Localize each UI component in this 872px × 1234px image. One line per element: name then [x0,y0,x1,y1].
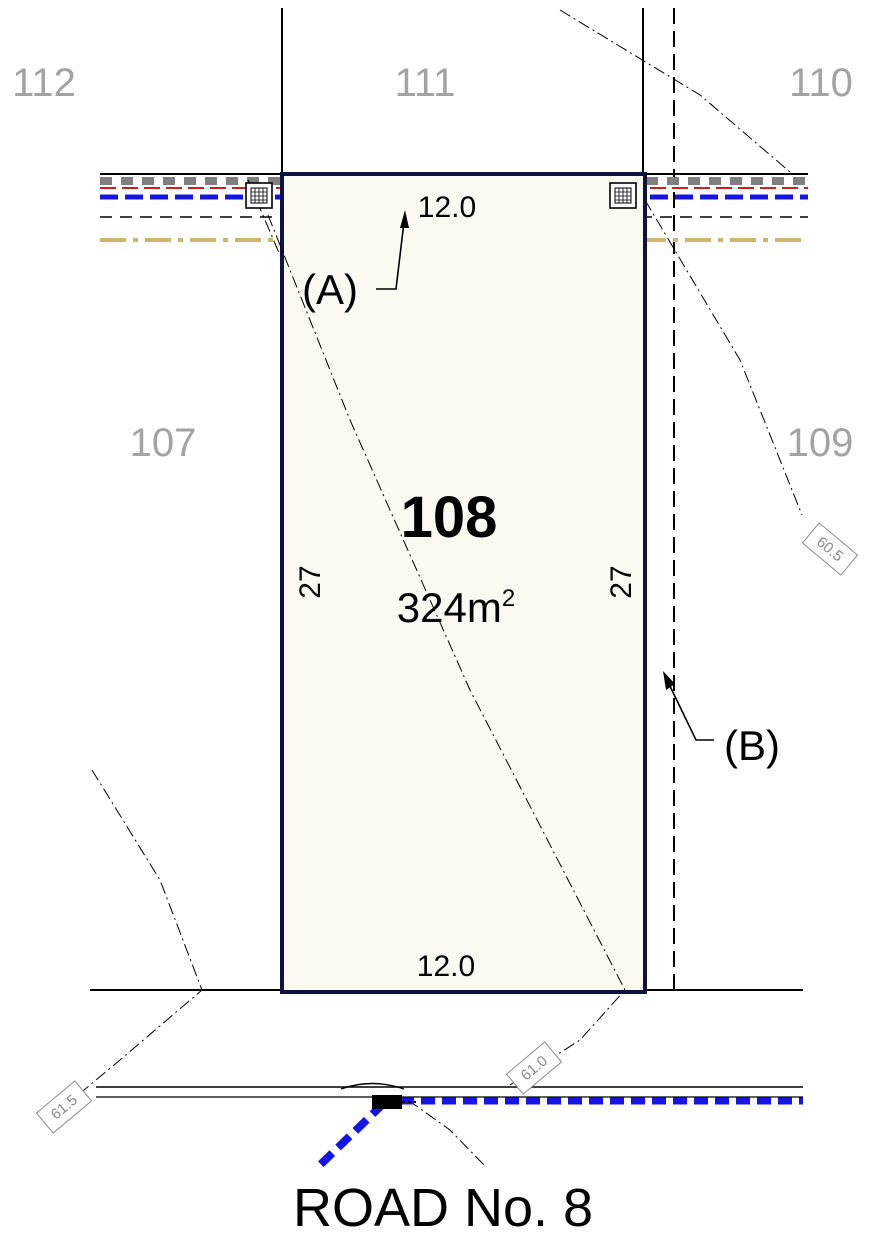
lot-108-parcel[interactable] [280,172,647,994]
lot-boundaries [90,8,803,1098]
dimension-right: 27 [605,565,638,598]
dimension-top: 12.0 [418,191,476,224]
road-name: ROAD No. 8 [293,1178,593,1234]
lot-area: 324m2 [397,584,515,631]
callout-b-leader [663,671,714,741]
contour-label-61-5: 61.5 [35,1080,93,1134]
neighbour-lot-111: 111 [395,61,456,105]
neighbour-lot-112: 112 [12,61,76,105]
road-water-main [317,1097,803,1168]
road-pit-icon[interactable] [372,1095,416,1109]
neighbour-lot-110: 110 [789,61,853,105]
service-pit-icon[interactable] [245,182,273,209]
neighbour-lot-107: 107 [130,421,197,465]
contour-label-61-0: 61.0 [505,1041,563,1095]
neighbour-lot-109: 109 [787,421,854,465]
contour-line-over-lot [267,214,626,991]
dimension-left: 27 [294,565,327,598]
service-pit-icon[interactable] [609,182,637,209]
contour-label-60-5: 60.5 [801,522,859,576]
lot-number: 108 [401,485,498,550]
callout-a-leader [376,210,409,290]
callout-a-label: (A) [302,266,358,313]
contour-lines [77,9,803,1166]
callout-b-label: (B) [724,722,780,769]
dimension-bottom: 12.0 [417,950,475,983]
